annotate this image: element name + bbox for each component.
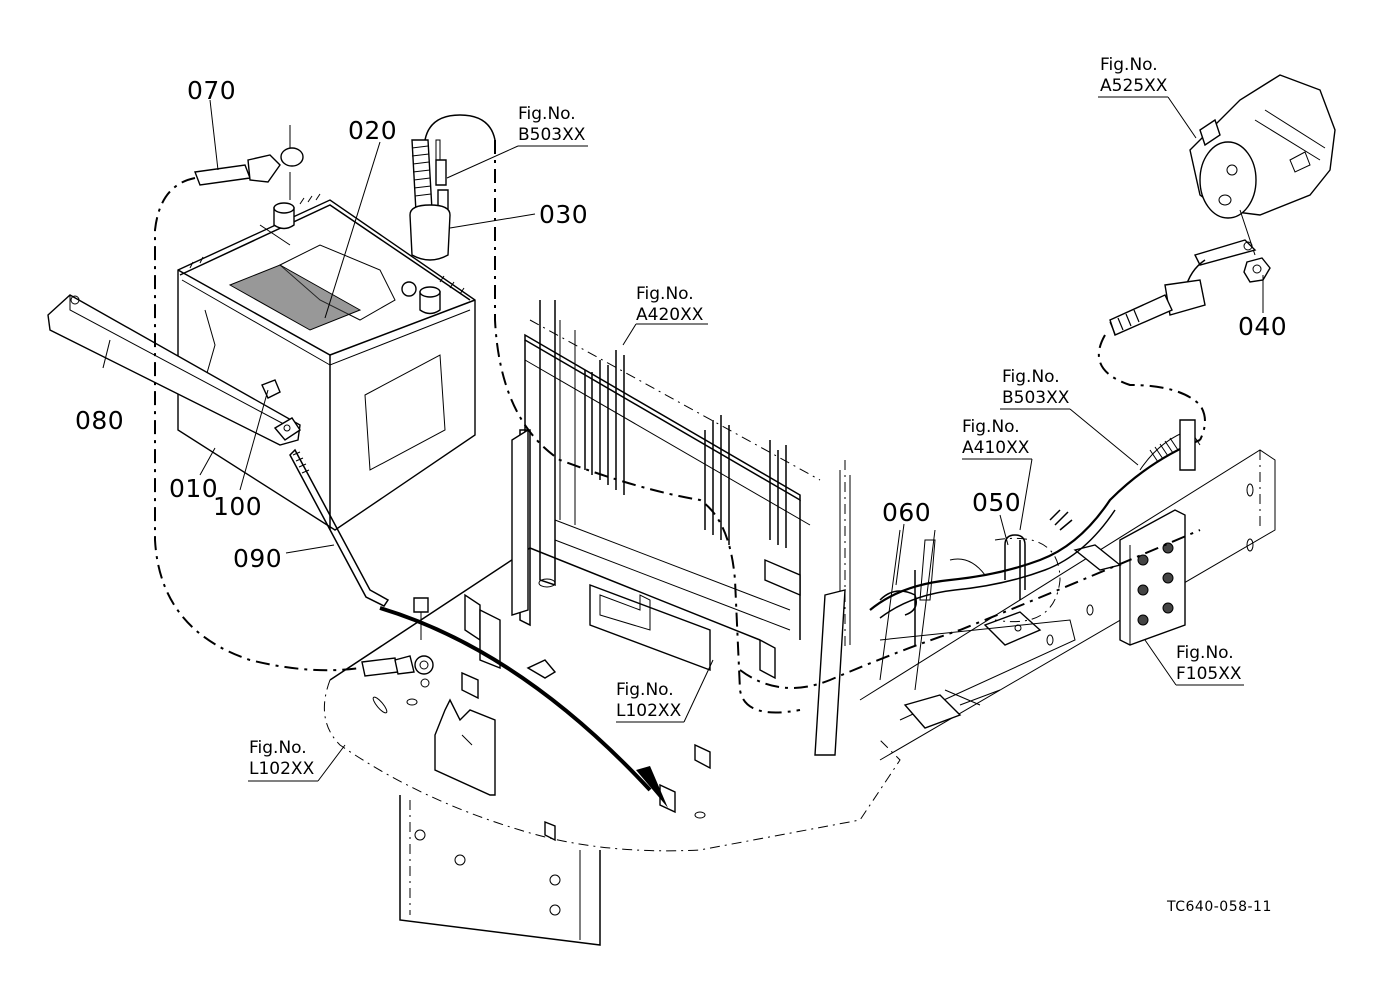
part-label-080: 080 [75, 406, 125, 435]
fig-ref-prefix: Fig.No. [249, 738, 307, 758]
part-label-090: 090 [233, 544, 283, 573]
fig-ref-code: A525XX [1100, 76, 1168, 96]
fig-ref-code: L102XX [249, 759, 315, 779]
part-label-060: 060 [882, 498, 932, 527]
fig-ref-b503xx-cable: Fig.No. B503XX [518, 104, 585, 146]
fig-ref-prefix: Fig.No. [1002, 367, 1060, 387]
drawing-id: TC640-058-11 [1167, 899, 1272, 915]
part-label-030: 030 [539, 200, 589, 229]
starter-motor-drawing [1097, 74, 1336, 441]
fig-ref-prefix: Fig.No. [616, 680, 674, 700]
harness-drawing [739, 419, 1201, 689]
fig-ref-code: B503XX [518, 125, 586, 145]
fig-ref-prefix: Fig.No. [1100, 55, 1158, 75]
fig-ref-a420xx: Fig.No. A420XX [636, 284, 703, 326]
part-label-050: 050 [972, 488, 1022, 517]
fig-ref-b503xx-harness: Fig.No. B503XX [1002, 367, 1069, 409]
fig-ref-a410xx: Fig.No. A410XX [962, 417, 1029, 459]
part-label-020: 020 [348, 116, 398, 145]
fig-ref-a525xx: Fig.No. A525XX [1100, 55, 1167, 97]
fig-ref-prefix: Fig.No. [636, 284, 694, 304]
frame-drawing [859, 449, 1276, 761]
part-label-040: 040 [1238, 312, 1288, 341]
positive-cable-drawing [409, 114, 801, 714]
part-label-010: 010 [169, 474, 219, 503]
fig-ref-code: F105XX [1176, 664, 1242, 684]
fig-ref-prefix: Fig.No. [518, 104, 576, 124]
ground-cable-drawing [154, 125, 434, 677]
fig-ref-l102xx-plate: Fig.No. L102XX [249, 738, 314, 780]
fig-ref-l102xx-floor: Fig.No. L102XX [616, 680, 681, 722]
assembly-arrow [379, 606, 668, 808]
hold-down-drawing [47, 294, 390, 607]
fig-ref-prefix: Fig.No. [1176, 643, 1234, 663]
fig-ref-code: A410XX [962, 438, 1030, 458]
fig-ref-code: L102XX [616, 701, 682, 721]
part-label-100: 100 [213, 492, 263, 521]
fig-ref-f105xx: Fig.No. F105XX [1176, 643, 1242, 685]
fig-ref-code: A420XX [636, 305, 704, 325]
fig-ref-prefix: Fig.No. [962, 417, 1020, 437]
battery-plate-drawing [323, 547, 901, 946]
part-label-070: 070 [187, 76, 237, 105]
leader-lines [102, 96, 1264, 782]
radiator-drawing [511, 300, 851, 756]
fig-ref-code: B503XX [1002, 388, 1070, 408]
